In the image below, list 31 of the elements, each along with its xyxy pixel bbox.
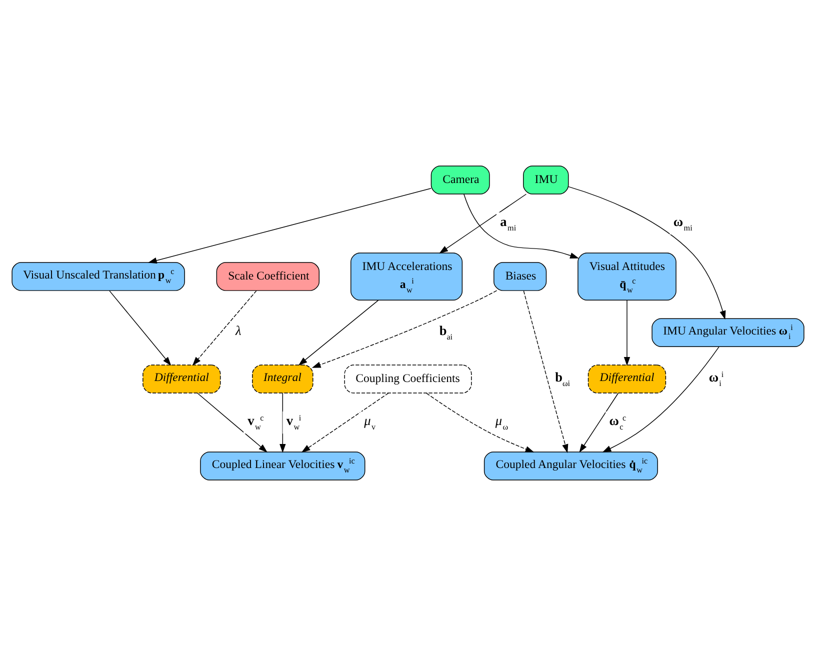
arrow (301, 392, 389, 452)
node-box: Scale Coefficient (216, 262, 320, 290)
edge-label: b$_{ωi}$ (555, 369, 570, 388)
arrow (148, 188, 432, 264)
node-box: Coupling Coefficients (344, 364, 472, 393)
arrow (439, 193, 527, 254)
edge-label: b$_{ai}$ (439, 322, 453, 342)
edge-label: a$_{mi}$ (500, 213, 516, 232)
edge-label: λ (235, 322, 242, 338)
arrow (298, 299, 379, 365)
node-box: Differential (588, 364, 666, 393)
arrow (312, 290, 498, 368)
arrow (624, 299, 630, 366)
arrow (579, 392, 619, 452)
node-box: Biases (494, 262, 547, 290)
arrow (523, 290, 568, 453)
node-box: Differential (142, 364, 221, 393)
arrow (192, 290, 257, 366)
arrow (568, 186, 726, 320)
edge-label: μ$_{ω}$ (495, 412, 508, 432)
edge-label: μ$_{v}$ (364, 412, 376, 432)
arrow (109, 290, 172, 366)
edge-label: ω$_{mi}$ (673, 213, 692, 232)
node-box: Integral (252, 364, 314, 393)
arrow (463, 193, 579, 258)
node-box: IMU (523, 165, 569, 194)
node-box: Camera (430, 165, 490, 194)
arrow (426, 392, 534, 452)
arrow (197, 392, 268, 452)
arrow (602, 346, 720, 452)
arrow (280, 392, 286, 452)
